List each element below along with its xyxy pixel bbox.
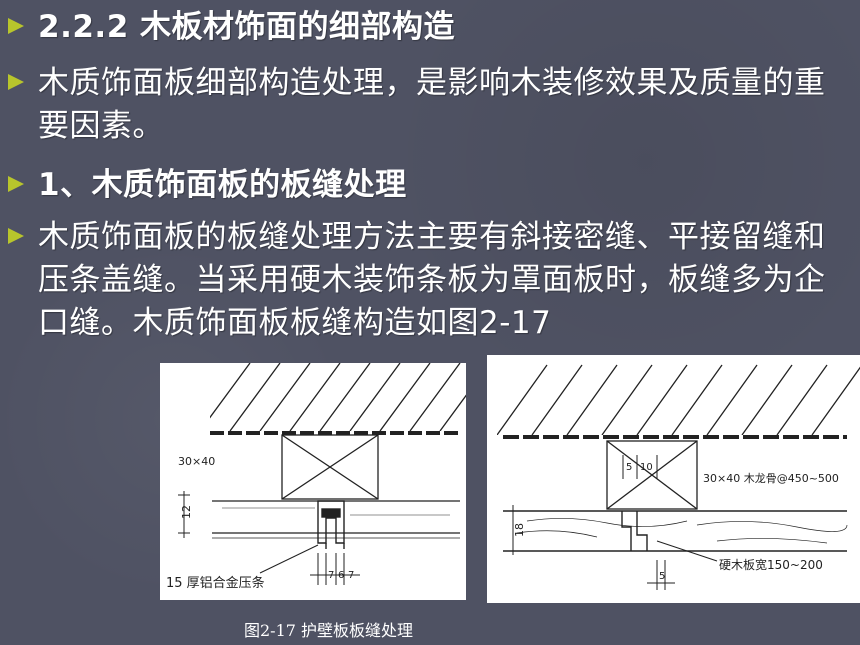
batten	[281, 434, 379, 500]
dim-strip-left: 7	[328, 570, 334, 581]
bullet-1: 2.2.2 木板材饰面的细部构造	[8, 6, 853, 49]
bullet-3: 1、木质饰面板的板缝处理	[8, 164, 853, 207]
figure-right-tongue-groove: 5 10 30×40 木龙骨@450~500 18 硬木板宽150~200 5	[487, 355, 860, 603]
dim-strip-right: 7	[348, 570, 354, 581]
figure-caption: 图2-17 护壁板板缝处理	[244, 621, 414, 640]
method-paragraph: 木质饰面板的板缝处理方法主要有斜接密缝、平接留缝和压条盖缝。当采用硬木装饰条板为…	[38, 219, 826, 341]
label-hardwood-board: 硬木板宽150~200	[719, 557, 823, 572]
dim-five: 5	[626, 462, 632, 473]
section-heading: 2.2.2 木板材饰面的细部构造	[38, 9, 456, 45]
bullet-arrow-icon	[8, 18, 24, 34]
intro-paragraph: 木质饰面板细部构造处理，是影响木装修效果及质量的重要因素。	[38, 65, 826, 144]
wood-keel	[606, 440, 698, 510]
figure-left-aluminum-strip: 30×40 12 7 6 7 15 厚铝合金压条	[160, 363, 466, 600]
dim-gap-12: 12	[180, 505, 193, 519]
bullet-arrow-icon	[8, 74, 24, 90]
subsection-heading: 1、木质饰面板的板缝处理	[38, 167, 407, 203]
dim-ten: 10	[640, 462, 653, 473]
dim-strip-mid: 6	[338, 570, 344, 581]
wall-hatch	[210, 363, 466, 431]
bullet-arrow-icon	[8, 176, 24, 192]
dim-batten-size: 30×40	[178, 455, 215, 468]
dim-thickness: 18	[513, 523, 526, 537]
aluminum-strip	[317, 500, 345, 549]
bullet-4: 木质饰面板的板缝处理方法主要有斜接密缝、平接留缝和压条盖缝。当采用硬木装饰条板为…	[8, 216, 853, 345]
label-keel: 30×40 木龙骨@450~500	[703, 472, 839, 485]
label-aluminum-strip: 15 厚铝合金压条	[166, 575, 265, 591]
wall-hatch	[497, 364, 860, 435]
bullet-2: 木质饰面板细部构造处理，是影响木装修效果及质量的重要因素。	[8, 62, 853, 148]
hardwood-boards	[503, 510, 848, 552]
dim-gap-five: 5	[659, 571, 665, 582]
bullet-arrow-icon	[8, 228, 24, 244]
